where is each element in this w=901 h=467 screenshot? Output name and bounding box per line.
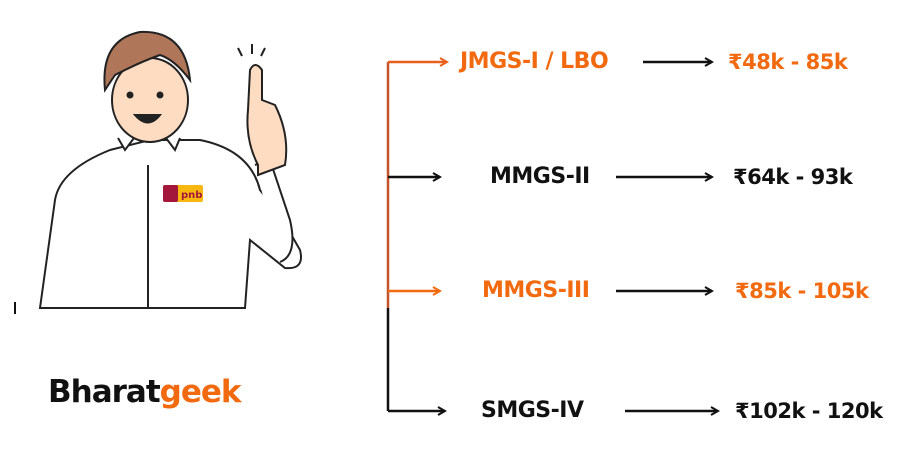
role-jmgs-i: JMGS-I / LBO [460,49,609,74]
pnb-badge: pnb [163,185,203,202]
role-smgs-iv: SMGS-IV [481,398,584,423]
role-mmgs-iii: MMGS-III [482,278,590,303]
role-mmgs-ii: MMGS-II [490,164,590,189]
svg-text:pnb: pnb [181,190,202,201]
bharatgeek-logo: Bharatgeek [48,374,242,410]
pay-mmgs-iii: ₹85k - 105k [735,279,869,303]
pay-smgs-iv: ₹102k - 120k [735,399,883,423]
pay-jmgs-i: ₹48k - 85k [728,50,848,74]
person-illustration [38,30,302,309]
pay-mmgs-ii: ₹64k - 93k [733,165,853,189]
